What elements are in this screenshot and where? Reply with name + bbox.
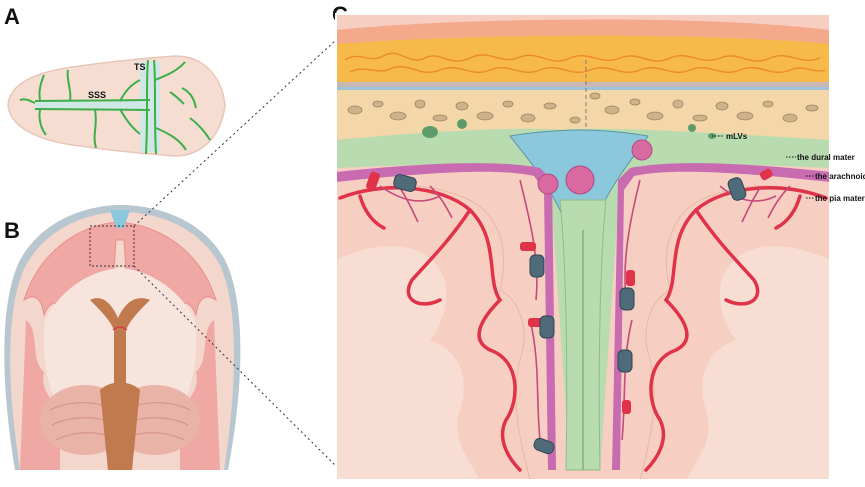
pial-vessels: [379, 179, 791, 441]
panel-c-meninges: [336, 14, 830, 480]
fat-layer: [336, 35, 830, 82]
zoom-connectors: [133, 39, 337, 467]
mlvs-label: mLVs: [726, 132, 748, 141]
ts-label: TS: [134, 62, 146, 72]
sss-label: SSS: [88, 90, 106, 100]
veins: [393, 174, 747, 455]
panel-b-letter: B: [4, 218, 20, 243]
pia-label: the pia mater: [815, 194, 865, 203]
panel-a-letter: A: [4, 4, 20, 29]
arachnoid-label: the arachnoid: [815, 172, 865, 181]
zoom-box: [89, 225, 135, 267]
panel-a-brain-top-view: TS SSS: [7, 55, 226, 157]
dura-label: the dural mater: [797, 153, 855, 162]
transverse-sinus: [140, 62, 160, 152]
lymphatic-vessels-a: [19, 59, 211, 155]
superior-sagittal-sinus: [35, 101, 150, 109]
panel-b-coronal-section: [4, 205, 241, 470]
meningeal-lymphatic-vessels: [422, 119, 716, 139]
panel-c-labels: mLVs the dural mater the arachnoid the p…: [712, 132, 865, 203]
arachnoid-granulations: [537, 139, 653, 195]
